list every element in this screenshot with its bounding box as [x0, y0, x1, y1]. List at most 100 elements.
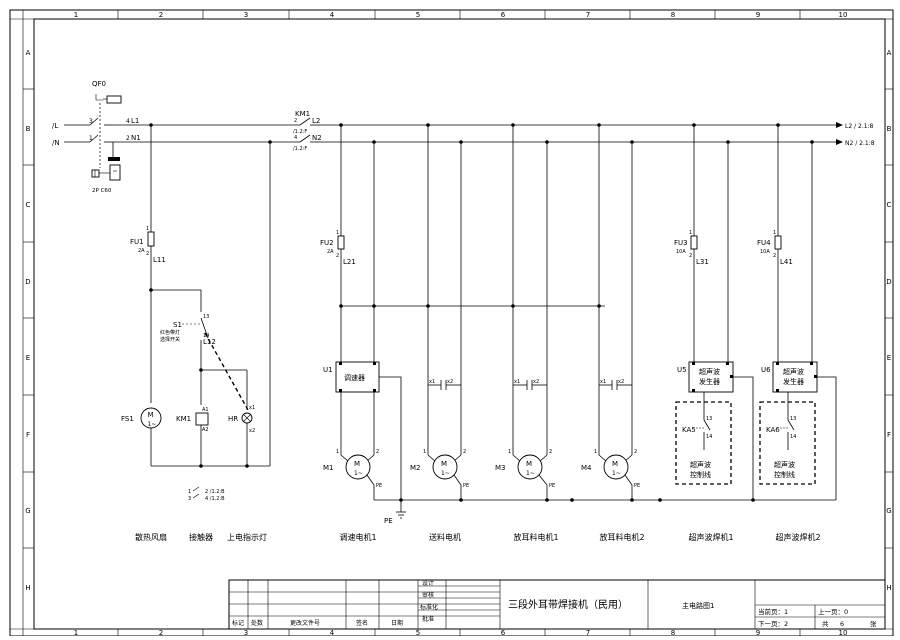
col-label-bottom: 7 — [586, 629, 590, 636]
total-num: 6 — [840, 620, 844, 628]
arrow-icon — [836, 139, 843, 145]
contactor-ref: /1.2:F — [293, 129, 307, 135]
bus-l-label: /L — [52, 122, 58, 130]
tb-col-header: 处数 — [251, 619, 263, 627]
total-unit: 张 — [870, 619, 877, 628]
row-label-left: F — [26, 431, 30, 439]
tb-col-header: 标记 — [232, 619, 244, 627]
cap-terminal: x2 — [618, 379, 624, 385]
col-label-top: 10 — [839, 11, 848, 19]
col-label-bottom: 2 — [159, 629, 163, 636]
row-label-right: F — [887, 431, 891, 439]
caption: 放耳料电机2 — [599, 532, 644, 542]
bus-n1-label: N1 — [131, 134, 141, 142]
col-label-top: 7 — [586, 11, 590, 19]
relay-terminal: 13 — [790, 416, 796, 422]
motor-terminal: 2 — [549, 449, 552, 455]
fuse-terminal: 1 — [146, 226, 149, 232]
contactor-terminal: 4 — [294, 135, 297, 141]
col-label-bottom: 1 — [74, 629, 78, 636]
motor-phase: 1~ — [526, 470, 535, 477]
fuse-rating: 2A — [327, 249, 334, 255]
breaker-qf0: QF0 2P C60 — [89, 80, 122, 194]
fuse-line-label: L41 — [780, 258, 793, 266]
controller-box — [335, 361, 380, 393]
arrow-icon — [836, 122, 843, 128]
motor-pe: PE — [634, 483, 640, 489]
col-label-bottom: 5 — [416, 629, 420, 636]
generator-u6-circuit: 1 2 FU4 10A L41 超声波 发生器 U6 13 14 KA6 超声波… — [757, 125, 837, 500]
contactor-label: KM1 — [295, 110, 310, 118]
control-cable-box — [675, 401, 732, 485]
motor-terminal: 2 — [376, 449, 379, 455]
col-label-bottom: 3 — [244, 629, 248, 636]
fuse-rating: 10A — [760, 249, 770, 255]
breaker-label: QF0 — [92, 80, 106, 88]
fan-phase: 1~ — [148, 421, 157, 428]
motor-terminal: 1 — [508, 449, 511, 455]
switch-terminal: 13 — [203, 314, 209, 320]
motor-terminal: 1 — [594, 449, 597, 455]
motor-symbol: M — [526, 460, 532, 468]
tb-col-header: 日期 — [391, 619, 403, 627]
terminal-label: 3 — [89, 118, 93, 125]
function-captions: 散热风扇 接触器 上电指示灯 调速电机1 送料电机 放耳料电机1 放耳料电机2 … — [135, 532, 821, 542]
tb-role: 标准化 — [420, 603, 438, 611]
bus-n2-out-label: N2 / 2.1:8 — [845, 140, 875, 147]
cap-terminal: x1 — [514, 379, 520, 385]
fuse-line-label: L11 — [153, 256, 166, 264]
motor-phase: 1~ — [441, 470, 450, 477]
motor-terminal: 1 — [336, 449, 339, 455]
contactor-l2-label: L2 — [312, 117, 320, 125]
contactor-ref: /1.2:F — [293, 146, 307, 152]
terminal-label: 1 — [89, 135, 93, 142]
motor-terminal: 2 — [634, 449, 637, 455]
switch-label: S1 — [173, 321, 182, 329]
caption: 接触器 — [189, 532, 213, 542]
row-label-right: H — [886, 584, 891, 592]
col-label-top: 1 — [74, 11, 78, 19]
fan-label: FS1 — [121, 415, 134, 423]
relay-terminal: 14 — [790, 434, 796, 440]
generator-box — [688, 361, 734, 393]
cap-terminal: x2 — [533, 379, 539, 385]
motor-label: M2 — [410, 464, 421, 472]
motor-label: M1 — [323, 464, 334, 472]
motor-terminal: 1 — [423, 449, 426, 455]
caption: 超声波焊机1 — [688, 532, 733, 542]
row-label-right: D — [886, 278, 891, 286]
tb-role: 设计 — [422, 579, 434, 587]
cap-terminal: x1 — [429, 379, 435, 385]
switch-desc: 选择开关 — [160, 336, 180, 343]
row-label-right: E — [887, 354, 891, 362]
bus-l1-label: L1 — [131, 117, 139, 125]
tb-col-header: 更改文件号 — [290, 619, 320, 627]
row-label-left: A — [26, 49, 31, 57]
motor-m3-circuit: x1 x2 1 2 M 1~ M3 PE — [495, 125, 555, 500]
row-label-right: C — [887, 201, 892, 209]
bus-n-label: /N — [52, 139, 60, 147]
motor-terminal: 2 — [463, 449, 466, 455]
current-page: 当前页：1 — [758, 607, 788, 616]
fuse-label: FU2 — [320, 239, 334, 247]
motor-symbol: M — [354, 460, 360, 468]
aux-terminal: 1 — [188, 489, 191, 495]
row-label-left: C — [26, 201, 31, 209]
coil-terminal: A2 — [202, 427, 209, 433]
coil-icon — [195, 412, 209, 426]
coil-label: KM1 — [176, 415, 191, 423]
ctrl-text: 超声波 — [690, 460, 711, 469]
contactor-n2-label: N2 — [312, 134, 322, 142]
drawing-frame: 1 2 3 4 5 6 7 8 9 10 1 2 3 4 5 6 7 8 9 1… — [9, 9, 894, 637]
prev-page: 上一页：0 — [818, 607, 848, 616]
fuse-line-label: L21 — [343, 258, 356, 266]
generator-text: 发生器 — [699, 377, 720, 386]
col-label-bottom: 8 — [671, 629, 675, 636]
bus-junctions — [149, 123, 814, 144]
col-label-top: 5 — [416, 11, 420, 19]
contactor-terminal: 2 — [294, 118, 297, 124]
row-label-left: B — [26, 125, 31, 133]
bus-l2-out-label: L2 / 2.1:8 — [845, 123, 874, 130]
motor-pe: PE — [549, 483, 555, 489]
